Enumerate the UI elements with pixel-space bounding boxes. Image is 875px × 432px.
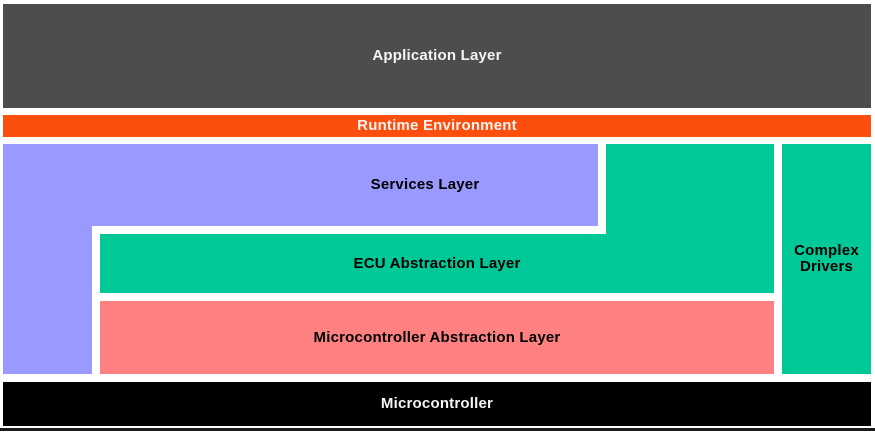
bottom-border-rule [0, 428, 875, 431]
layer-services-label-area: Services Layer [100, 144, 750, 226]
layer-ecu-abstraction: ECU Abstraction Layer [100, 234, 774, 293]
layer-services-label: Services Layer [370, 176, 480, 193]
layer-complex-drivers: Complex Drivers [782, 144, 871, 374]
layer-runtime-environment-overlay: Runtime Environment [3, 115, 871, 137]
layer-services-left-leg [3, 144, 92, 374]
layer-microcontroller-abstraction: Microcontroller Abstraction Layer [100, 301, 774, 374]
layer-application-label: Application Layer [372, 47, 502, 64]
layer-application: Application Layer [3, 4, 871, 108]
layer-ecu-abstraction-label: ECU Abstraction Layer [353, 254, 521, 272]
layer-runtime-environment-label: Runtime Environment [357, 117, 517, 134]
layer-microcontroller-label: Microcontroller [380, 395, 494, 412]
layer-complex-drivers-label: Complex Drivers [794, 242, 859, 275]
layer-services-band [3, 144, 598, 226]
layer-microcontroller-abstraction-label: Microcontroller Abstraction Layer [313, 328, 561, 346]
layer-microcontroller: Microcontroller [3, 382, 871, 426]
